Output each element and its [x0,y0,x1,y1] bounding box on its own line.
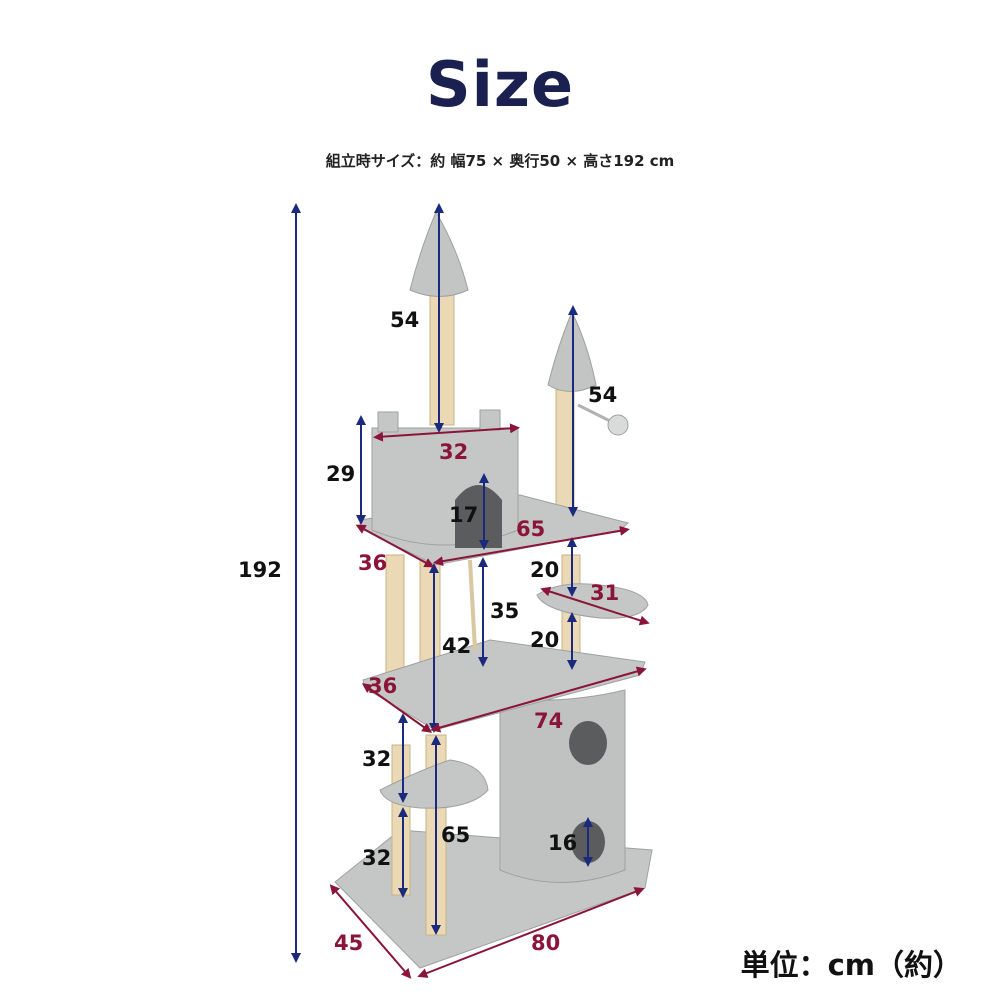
label-rope: 35 [490,599,519,623]
label-castle-door: 17 [449,503,478,527]
label-upper-shelf-depth: 36 [358,551,387,575]
arrow-upper-shelf-depth [355,524,435,568]
assembled-size-text: 組立時サイズ：約 幅75 × 奥行50 × 高さ192 cm [325,152,675,170]
hanging-rope [468,559,477,651]
label-gap-upper-small: 20 [530,558,559,582]
arrow-mid-shelf-depth [361,683,433,733]
toy-ball [607,414,629,436]
label-castle-height: 29 [326,462,355,486]
label-upper-shelf-width: 65 [516,517,545,541]
label-small-shelf: 31 [590,581,619,605]
label-small-shelf-gap: 20 [530,628,559,652]
page-title: Size [425,48,575,121]
arrow-mid-shelf-width [430,666,647,733]
label-castle-width: 32 [439,440,468,464]
label-top-cone-post: 54 [390,308,419,332]
post-left-upper [385,554,405,686]
label-barrel-hole: 16 [548,831,577,855]
label-base-depth: 45 [334,931,363,955]
label-mid-post: 42 [442,634,471,658]
arrow-upper-shelf-width [433,525,630,567]
barrel-hole-upper [569,721,607,765]
arrow-base-depth [329,884,412,979]
arrow-base-width [417,887,645,978]
label-mid-shelf-depth: 36 [368,674,397,698]
arrow-small-shelf [540,586,650,626]
label-right-cone-post: 54 [588,383,617,407]
label-mid-shelf-width: 74 [534,709,563,733]
unit-note: 単位：cm（約） [740,948,962,982]
label-total-height: 192 [238,558,282,582]
arrow-castle-width [373,423,520,442]
castle-battlement-1 [377,411,399,433]
label-lower-gap-1: 32 [362,747,391,771]
post-right-cone [555,389,575,516]
label-lower-gap-2: 32 [362,846,391,870]
castle-battlement-2 [479,409,501,431]
post-top-cone [429,289,455,426]
post-left-lower [391,744,411,896]
toy-string [577,403,613,424]
label-base-post: 65 [441,823,470,847]
label-base-width: 80 [531,931,560,955]
